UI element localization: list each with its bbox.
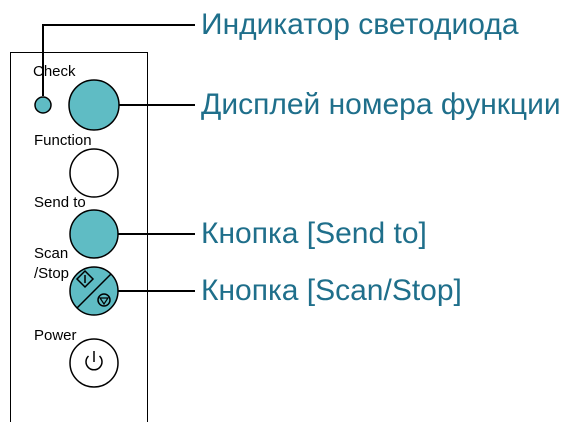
power-button[interactable] bbox=[69, 338, 119, 388]
function-label: Function bbox=[34, 132, 92, 149]
start-icon bbox=[75, 269, 95, 289]
led-indicator-callout: Индикатор светодиода bbox=[201, 8, 519, 41]
operator-panel bbox=[10, 52, 148, 422]
scan-stop-button[interactable] bbox=[69, 266, 119, 316]
send-to-label: Send to bbox=[34, 194, 86, 211]
function-button[interactable] bbox=[69, 148, 119, 198]
scan-label: Scan bbox=[34, 245, 69, 262]
function-number-display bbox=[68, 79, 120, 131]
stop-icon bbox=[97, 293, 111, 307]
function-display-callout: Дисплей номера функции bbox=[201, 88, 561, 121]
stop-label: /Stop bbox=[34, 265, 70, 282]
power-icon bbox=[85, 351, 103, 371]
scan-stop-button-callout: Кнопка [Scan/Stop] bbox=[201, 274, 462, 307]
send-to-button[interactable] bbox=[69, 209, 119, 259]
led-leader-line bbox=[42, 24, 195, 96]
send-to-button-callout: Кнопка [Send to] bbox=[201, 217, 427, 250]
power-label: Power bbox=[34, 327, 77, 344]
check-led bbox=[34, 96, 52, 114]
